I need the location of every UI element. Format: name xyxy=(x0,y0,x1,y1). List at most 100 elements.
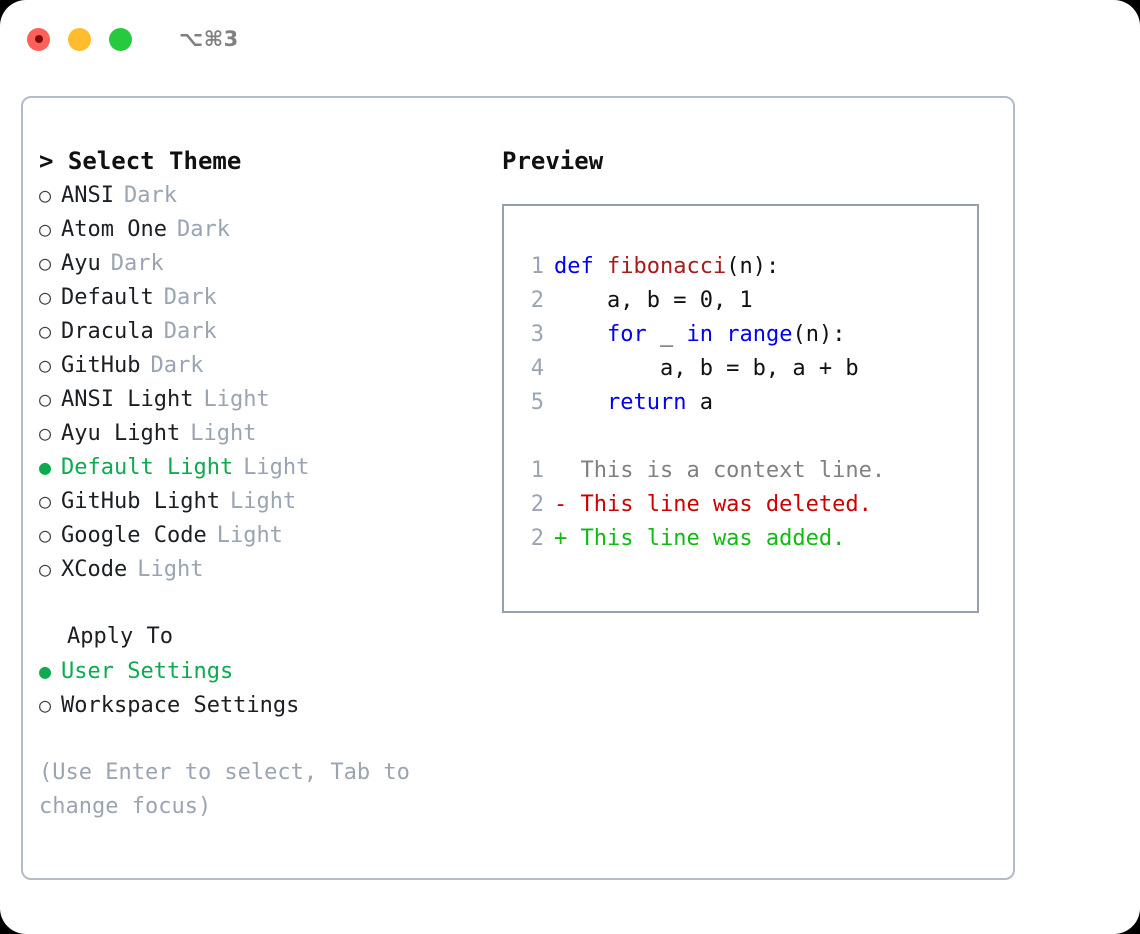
theme-name-label: Default Light xyxy=(61,455,234,480)
code-line-text: for _ in range(n): xyxy=(554,318,845,352)
theme-name-label: Ayu Light xyxy=(61,421,181,446)
theme-list-item[interactable]: ○ Default Dark xyxy=(39,280,491,314)
code-token: fibonacci xyxy=(606,254,727,279)
radio-unselected-icon[interactable]: ○ xyxy=(39,421,52,445)
theme-name-label: Atom One xyxy=(61,217,167,242)
code-line: 2 a, b = 0, 1 xyxy=(520,284,977,318)
radio-unselected-icon[interactable]: ○ xyxy=(39,387,52,411)
theme-name-label: ANSI Light xyxy=(61,387,194,412)
theme-list-item[interactable]: ○ GitHub Light Light xyxy=(39,484,491,518)
code-token: return xyxy=(606,390,700,415)
apply-to-heading: Apply To xyxy=(67,624,173,649)
maximize-window-button[interactable] xyxy=(109,27,132,51)
code-line: 4 a, b = b, a + b xyxy=(520,352,977,386)
code-token: _ xyxy=(659,322,687,347)
theme-variant-tag: Light xyxy=(190,421,257,446)
diff-line: 1 This is a context line. xyxy=(520,454,977,488)
radio-unselected-icon[interactable]: ○ xyxy=(39,353,52,377)
keyboard-hint-text: (Use Enter to select, Tab to change focu… xyxy=(39,760,410,819)
code-token: for xyxy=(606,322,660,347)
line-number: 2 xyxy=(530,526,544,551)
radio-unselected-icon[interactable]: ○ xyxy=(39,523,52,547)
theme-name-label: GitHub xyxy=(61,353,141,378)
keyboard-shortcut-label: ⌥⌘3 xyxy=(179,27,239,51)
code-token: range xyxy=(726,322,793,347)
radio-unselected-icon[interactable]: ○ xyxy=(39,183,52,207)
theme-list-item[interactable]: ○ Atom One Dark xyxy=(39,212,491,246)
theme-name-label: Dracula xyxy=(61,319,154,344)
theme-variant-tag: Dark xyxy=(163,285,217,310)
radio-unselected-icon[interactable]: ○ xyxy=(39,489,52,513)
theme-name-label: GitHub Light xyxy=(61,489,220,514)
code-token: (n): xyxy=(726,254,780,279)
code-token xyxy=(554,390,607,415)
radio-unselected-icon[interactable]: ○ xyxy=(39,217,52,241)
title-bar: ⌥⌘3 xyxy=(0,0,1140,78)
diff-line-text: + This line was added. xyxy=(554,526,846,551)
close-icon xyxy=(34,35,43,43)
radio-unselected-icon[interactable]: ○ xyxy=(39,693,52,717)
apply-to-item[interactable]: ○Workspace Settings xyxy=(39,688,491,722)
theme-variant-tag: Dark xyxy=(123,183,177,208)
theme-list-item[interactable]: ○ Google Code Light xyxy=(39,518,491,552)
theme-name-label: Google Code xyxy=(61,523,207,548)
code-line-text: def fibonacci(n): xyxy=(554,250,779,284)
theme-list-item[interactable]: ● Default Light Light xyxy=(39,450,491,484)
code-token: in xyxy=(686,322,727,347)
theme-list-item[interactable]: ○ Ayu Light Light xyxy=(39,416,491,450)
theme-name-label: ANSI xyxy=(61,183,114,208)
code-line: 3 for _ in range(n): xyxy=(520,318,977,352)
line-number: 2 xyxy=(530,288,544,313)
line-number: 2 xyxy=(530,492,544,517)
theme-variant-tag: Dark xyxy=(176,217,230,242)
apply-to-item[interactable]: ● User Settings xyxy=(39,654,491,688)
theme-list-item[interactable]: ○ ANSI Dark xyxy=(39,178,491,212)
theme-variant-tag: Light xyxy=(243,455,310,480)
radio-selected-icon[interactable]: ● xyxy=(39,659,52,683)
minimize-window-button[interactable] xyxy=(68,27,91,51)
radio-unselected-icon[interactable]: ○ xyxy=(39,251,52,275)
code-token xyxy=(554,322,607,347)
radio-unselected-icon[interactable]: ○ xyxy=(39,319,52,343)
diff-line: 2 - This line was deleted. xyxy=(520,488,977,522)
apply-to-label: User Settings xyxy=(61,659,234,684)
close-window-button[interactable] xyxy=(27,27,50,51)
line-number: 3 xyxy=(530,322,544,347)
radio-unselected-icon[interactable]: ○ xyxy=(39,285,52,309)
theme-name-label: Default xyxy=(61,285,154,310)
theme-variant-tag: Dark xyxy=(150,353,204,378)
apply-to-list[interactable]: ● User Settings ○Workspace Settings xyxy=(39,654,491,722)
code-line: 5 return a xyxy=(520,386,977,420)
radio-selected-icon[interactable]: ● xyxy=(39,455,52,479)
code-line-text: a, b = 0, 1 xyxy=(554,284,753,318)
theme-list-item[interactable]: ○ GitHub Dark xyxy=(39,348,491,382)
diff-line: 2 + This line was added. xyxy=(520,522,977,556)
radio-unselected-icon[interactable]: ○ xyxy=(39,557,52,581)
line-number: 1 xyxy=(530,254,544,279)
code-token: a, b = 0, 1 xyxy=(554,288,753,313)
diff-line-text: - This line was deleted. xyxy=(554,492,872,517)
code-token: (n): xyxy=(792,322,846,347)
theme-name-label: Ayu xyxy=(61,251,101,276)
preview-heading: Preview xyxy=(502,147,604,175)
line-number: 5 xyxy=(530,390,544,415)
theme-variant-tag: Light xyxy=(229,489,297,514)
code-token: a, b = b, a + b xyxy=(554,356,859,381)
line-number: 1 xyxy=(530,458,544,483)
line-number: 4 xyxy=(530,356,544,381)
diff-line-text: This is a context line. xyxy=(554,458,886,483)
code-line-text: a, b = b, a + b xyxy=(554,352,859,386)
code-line: 1 def fibonacci(n): xyxy=(520,250,977,284)
theme-name-label: XCode xyxy=(61,557,128,582)
theme-variant-tag: Light xyxy=(216,523,283,548)
